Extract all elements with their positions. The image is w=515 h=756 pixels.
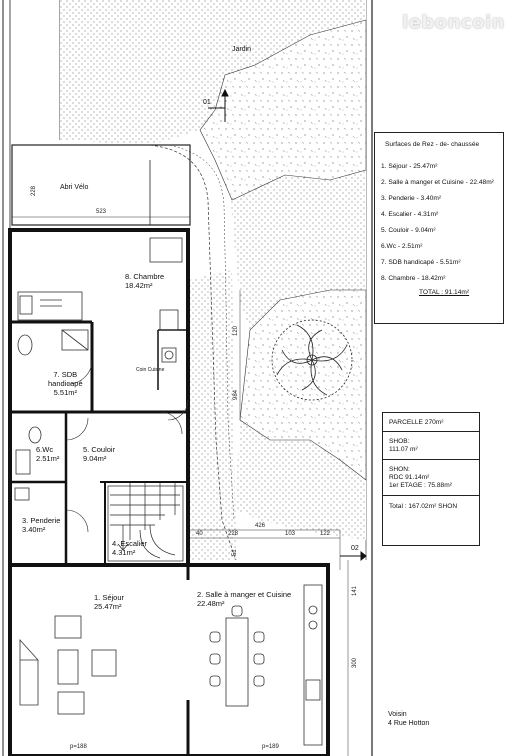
surface-item: 5. Couloir - 9.04m² — [381, 227, 436, 234]
bedroom-name: 8. Chambre — [125, 272, 165, 281]
living-room-label: 1. Séjour 25.47m² — [94, 593, 124, 611]
dim-103: 103 — [285, 531, 296, 537]
door-swings — [65, 359, 189, 533]
closet-label: 3. Penderie 3.40m² — [22, 516, 60, 534]
bathroom-fixtures — [14, 329, 177, 501]
bedroom-area: 18.42m² — [125, 281, 153, 290]
dim-228: 228 — [31, 185, 37, 196]
shon-rdc: RDC 91.14m² — [389, 474, 430, 481]
closet-area: 3.40m² — [22, 525, 46, 534]
gravel-area — [199, 19, 367, 201]
neighbour-title: Voisin — [388, 711, 407, 718]
dimension-lines — [12, 216, 349, 756]
stairs-name: 4. Escalier — [112, 539, 148, 548]
corridor-name: 5. Couloir — [83, 445, 116, 454]
dining-kitchen-label: 2. Salle à manger et Cuisine 22.48m² — [197, 590, 291, 608]
surface-item: 4. Escalier - 4.31m² — [381, 211, 439, 218]
shon-total: Total : 167.02m² SHON — [389, 503, 458, 510]
dim-984: 984 — [233, 389, 239, 400]
parcel-title: PARCELLE 270m² — [383, 419, 479, 432]
surfaces-title: Surfaces de Rez - de- chaussée — [385, 141, 480, 148]
bathroom-subname: handicapé — [48, 379, 83, 388]
dining-kitchen-name: 2. Salle à manger et Cuisine — [197, 590, 292, 599]
dim-120: 120 — [233, 325, 239, 336]
shob-label: SHOB: — [389, 438, 410, 445]
dim-p189: p=189 — [262, 744, 279, 750]
garden-path — [149, 144, 237, 561]
tree-symbol — [271, 319, 353, 401]
shob-value: 111.07 m² — [383, 446, 479, 460]
closet-name: 3. Penderie — [22, 516, 61, 525]
dim-122: 122 — [320, 531, 331, 537]
neighbour-address: 4 Rue Hotton — [388, 720, 430, 727]
gravel-area-2 — [239, 289, 367, 481]
parcel-table: PARCELLE 270m² SHOB: 111.07 m² SHON: RDC… — [382, 412, 480, 546]
staircase — [107, 482, 184, 562]
wc-name: 6.Wc — [36, 445, 54, 454]
marker-01-label: 01 — [203, 99, 211, 106]
garden-lawn — [60, 0, 366, 145]
surface-item: 1. Séjour - 25.47m² — [381, 163, 438, 170]
garden-strip — [188, 270, 236, 560]
dining-table — [209, 605, 265, 707]
wc-area: 2.51m² — [36, 454, 60, 463]
dim-523: 523 — [96, 209, 107, 215]
dim-40: 40 — [196, 531, 203, 537]
bathroom-name: 7. SDB — [53, 370, 78, 379]
wc-label: 6.Wc 2.51m² — [36, 445, 59, 463]
bathroom-area: 5.51m² — [53, 388, 77, 397]
living-furniture — [19, 615, 117, 715]
stairs-label: 4. Escalier 4.31m² — [112, 539, 147, 557]
living-room-area: 25.47m² — [94, 602, 122, 611]
bike-shed — [11, 144, 191, 226]
garden-lawn-lower — [235, 420, 366, 540]
shon-etage: 1er ETAGE : 75.88m² — [383, 482, 479, 496]
kitchen-counter — [303, 584, 323, 746]
bedroom-label: 8. Chambre 18.42m² — [125, 272, 164, 290]
lower-house-walls — [8, 563, 330, 756]
garden-label: Jardin — [232, 46, 252, 53]
dim-p188: p=188 — [70, 744, 87, 750]
corridor-area: 9.04m² — [83, 454, 107, 463]
bathroom-label: 7. SDB handicapé 5.51m² — [48, 370, 83, 397]
surfaces-total: TOTAL : 91.14m² — [419, 289, 470, 296]
dim-141: 141 — [352, 585, 358, 596]
surface-item: 3. Penderie - 3.40m² — [381, 195, 442, 202]
leboncoin-watermark: leboncoin — [402, 12, 505, 33]
surface-item: 7. SDB handicapé - 5.51m² — [381, 259, 461, 266]
dim-228b: 228 — [228, 531, 239, 537]
surfaces-table: Surfaces de Rez - de- chaussée 1. Séjour… — [374, 132, 504, 324]
living-room-name: 1. Séjour — [94, 593, 125, 602]
kitchen-corner-label: Coin Cuisine — [136, 367, 165, 373]
section-marker-01 — [208, 88, 229, 122]
shon-label: SHON: — [389, 466, 410, 473]
stairs-area: 4.31m² — [112, 548, 136, 557]
dim-426: 426 — [255, 523, 266, 529]
surface-item: 6.Wc - 2.51m² — [381, 243, 423, 250]
bedroom-furniture — [17, 237, 183, 331]
bike-shed-label: Abri Vélo — [60, 184, 89, 191]
corridor-label: 5. Couloir 9.04m² — [83, 445, 115, 463]
neighbour-label: Voisin 4 Rue Hotton — [388, 710, 429, 728]
marker-02-label: 02 — [351, 545, 359, 552]
section-marker-02 — [340, 550, 367, 562]
surface-item: 8. Chambre - 18.42m² — [381, 275, 446, 282]
dining-kitchen-area: 22.48m² — [197, 599, 225, 608]
dim-300: 300 — [352, 657, 358, 668]
dim-51: 51 — [232, 549, 238, 556]
surface-item: 2. Salle à manger et Cuisine - 22.48m² — [381, 179, 494, 186]
